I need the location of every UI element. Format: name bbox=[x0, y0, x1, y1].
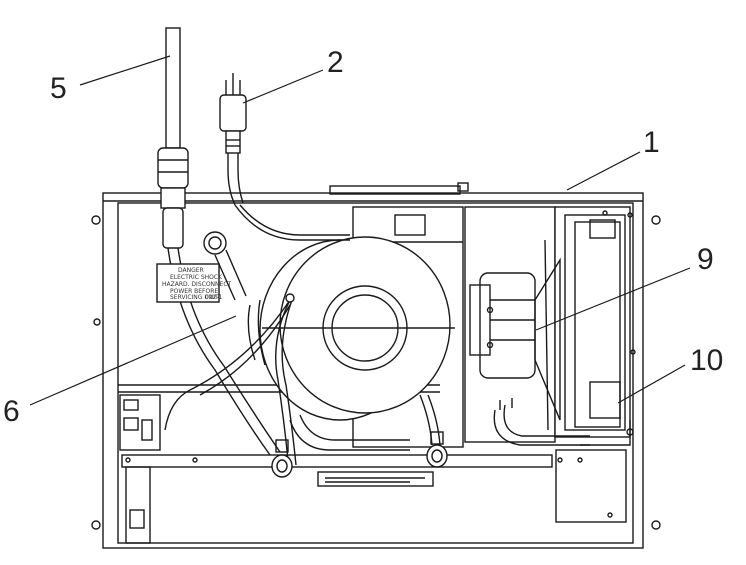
top-lip bbox=[329, 185, 461, 195]
side-screws bbox=[91, 215, 661, 530]
coil-bracket-bottom bbox=[589, 381, 621, 419]
leader-2 bbox=[242, 69, 324, 104]
svg-text:ELECTRIC SHOCK: ELECTRIC SHOCK bbox=[170, 274, 223, 281]
callout-10: 10 bbox=[690, 344, 724, 377]
coil-bracket-top bbox=[589, 219, 616, 239]
plug-connectors bbox=[271, 431, 448, 478]
svg-text:DANGER: DANGER bbox=[178, 267, 204, 274]
condenser-coil bbox=[554, 206, 631, 438]
callout-9: 9 bbox=[697, 243, 714, 276]
refrigeration-tubing bbox=[214, 204, 631, 451]
callout-5: 5 bbox=[50, 72, 67, 105]
leader-9 bbox=[535, 267, 691, 331]
leader-lines bbox=[29, 55, 691, 406]
compressor bbox=[247, 236, 455, 421]
svg-text:POWER BEFORE: POWER BEFORE bbox=[170, 288, 218, 295]
callout-6: 6 bbox=[3, 395, 20, 428]
power-cord bbox=[219, 73, 247, 206]
grommet bbox=[203, 231, 227, 255]
leader-5 bbox=[79, 55, 171, 86]
warning-label bbox=[156, 263, 220, 303]
callout-2: 2 bbox=[327, 46, 344, 79]
screws bbox=[125, 210, 636, 518]
leader-1 bbox=[566, 151, 641, 191]
leader-10 bbox=[617, 364, 686, 404]
warning-label-text: DANGER ELECTRIC SHOCK HAZARD. DISCONNECT… bbox=[162, 267, 232, 301]
electrical-box bbox=[119, 394, 161, 451]
svg-text:022-1: 022-1 bbox=[205, 294, 223, 301]
rating-plate bbox=[317, 471, 434, 487]
lower-compartment bbox=[125, 466, 151, 544]
right-bracket bbox=[555, 449, 627, 523]
svg-text:SERVICING UNIT.: SERVICING UNIT. bbox=[170, 294, 220, 301]
leader-6 bbox=[29, 315, 237, 406]
base-pan bbox=[121, 454, 553, 468]
cabinet-inner-frame bbox=[117, 202, 634, 544]
callout-1: 1 bbox=[643, 126, 660, 159]
svg-text:HAZARD. DISCONNECT: HAZARD. DISCONNECT bbox=[162, 281, 232, 288]
fan-motor bbox=[469, 239, 561, 431]
